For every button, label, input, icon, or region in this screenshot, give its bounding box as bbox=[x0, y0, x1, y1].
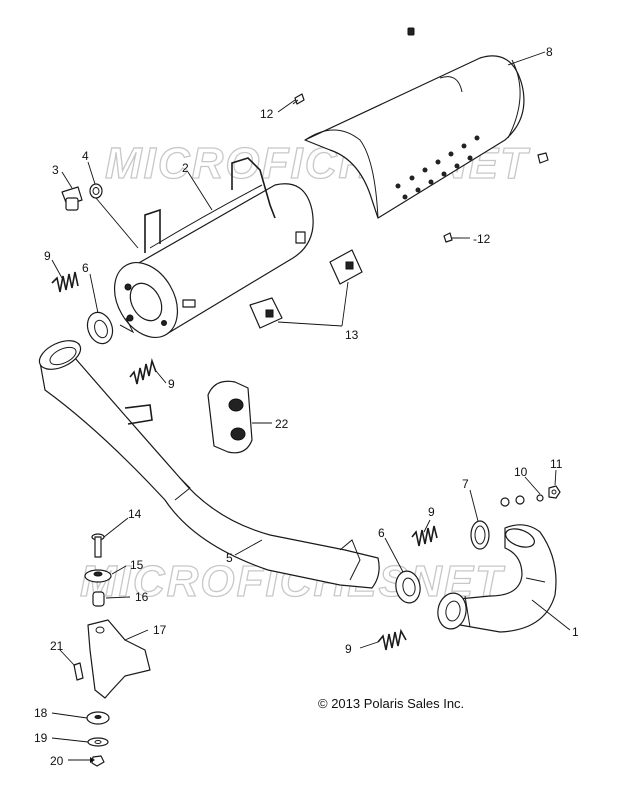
spring-part-9-a bbox=[51, 271, 79, 293]
callout-21: 21 bbox=[50, 639, 64, 653]
grommet-part-15 bbox=[84, 569, 112, 583]
isolator-part-22 bbox=[207, 380, 253, 454]
callout-10: 10 bbox=[514, 465, 528, 479]
exhaust-pipe-part-1 bbox=[437, 524, 557, 633]
callout-labels: 8 2 3 4 9 6 9 12 -12 13 22 5 9 6 7 10 11… bbox=[34, 45, 579, 768]
callout-4: 4 bbox=[82, 149, 89, 163]
callout-16: 16 bbox=[135, 590, 149, 604]
callout-12-a: 12 bbox=[260, 107, 274, 121]
head-pipe-part-5 bbox=[38, 340, 380, 589]
callout-9-a: 9 bbox=[44, 249, 51, 263]
nut-part-11 bbox=[548, 485, 561, 499]
callout-6-b: 6 bbox=[378, 526, 385, 540]
screw-part-12-b bbox=[443, 232, 460, 243]
bolt-part-21 bbox=[73, 662, 84, 681]
grommet-part-13-b bbox=[329, 249, 363, 285]
callout-6-a: 6 bbox=[82, 261, 89, 275]
callout-8: 8 bbox=[546, 45, 553, 59]
callout-15: 15 bbox=[130, 558, 144, 572]
copyright-text: © 2013 Polaris Sales Inc. bbox=[318, 696, 464, 711]
screw-right-shield bbox=[537, 152, 549, 164]
callout-18: 18 bbox=[34, 706, 48, 720]
callout-22: 22 bbox=[275, 417, 289, 431]
muffler-part bbox=[113, 157, 314, 338]
bolt-part-3 bbox=[61, 186, 83, 211]
gasket-part-6-a bbox=[86, 311, 114, 345]
screw-top-shield bbox=[407, 27, 415, 36]
spring-part-9-d bbox=[377, 628, 407, 651]
bracket-part-17 bbox=[87, 619, 151, 699]
washer-part-19 bbox=[87, 737, 109, 747]
callout-9-c: 9 bbox=[428, 505, 435, 519]
heat-shield-part bbox=[304, 55, 525, 219]
callout-1: 1 bbox=[572, 625, 579, 639]
arrowhead-part-20 bbox=[90, 757, 95, 763]
callout-19: 19 bbox=[34, 731, 48, 745]
callout-13: 13 bbox=[345, 328, 359, 342]
callout-7: 7 bbox=[462, 477, 469, 491]
nut-part-10 bbox=[500, 494, 544, 507]
spring-part-9-c bbox=[411, 525, 438, 547]
gasket-part-7 bbox=[470, 520, 490, 550]
callout-9-d: 9 bbox=[345, 642, 352, 656]
callout-2: 2 bbox=[182, 161, 189, 175]
bolt-part-14 bbox=[91, 533, 105, 558]
washer-part-18 bbox=[86, 711, 110, 725]
callout-9-b: 9 bbox=[168, 377, 175, 391]
nut-part-20 bbox=[91, 755, 105, 767]
leader-lines bbox=[51, 51, 571, 761]
bushing-part-16 bbox=[92, 591, 105, 607]
callout-20: 20 bbox=[50, 754, 64, 768]
spring-part-9-b bbox=[129, 358, 157, 385]
callout-11: 11 bbox=[550, 457, 563, 471]
callout-5: 5 bbox=[226, 551, 233, 565]
callout-12-b: -12 bbox=[473, 232, 491, 246]
callout-17: 17 bbox=[153, 623, 167, 637]
grommet-part-13-a bbox=[249, 297, 283, 329]
callout-3: 3 bbox=[52, 163, 59, 177]
washer-part-4 bbox=[89, 183, 103, 199]
gasket-part-6-b bbox=[395, 570, 421, 604]
callout-14: 14 bbox=[128, 507, 142, 521]
screw-part-12-a bbox=[292, 93, 305, 105]
